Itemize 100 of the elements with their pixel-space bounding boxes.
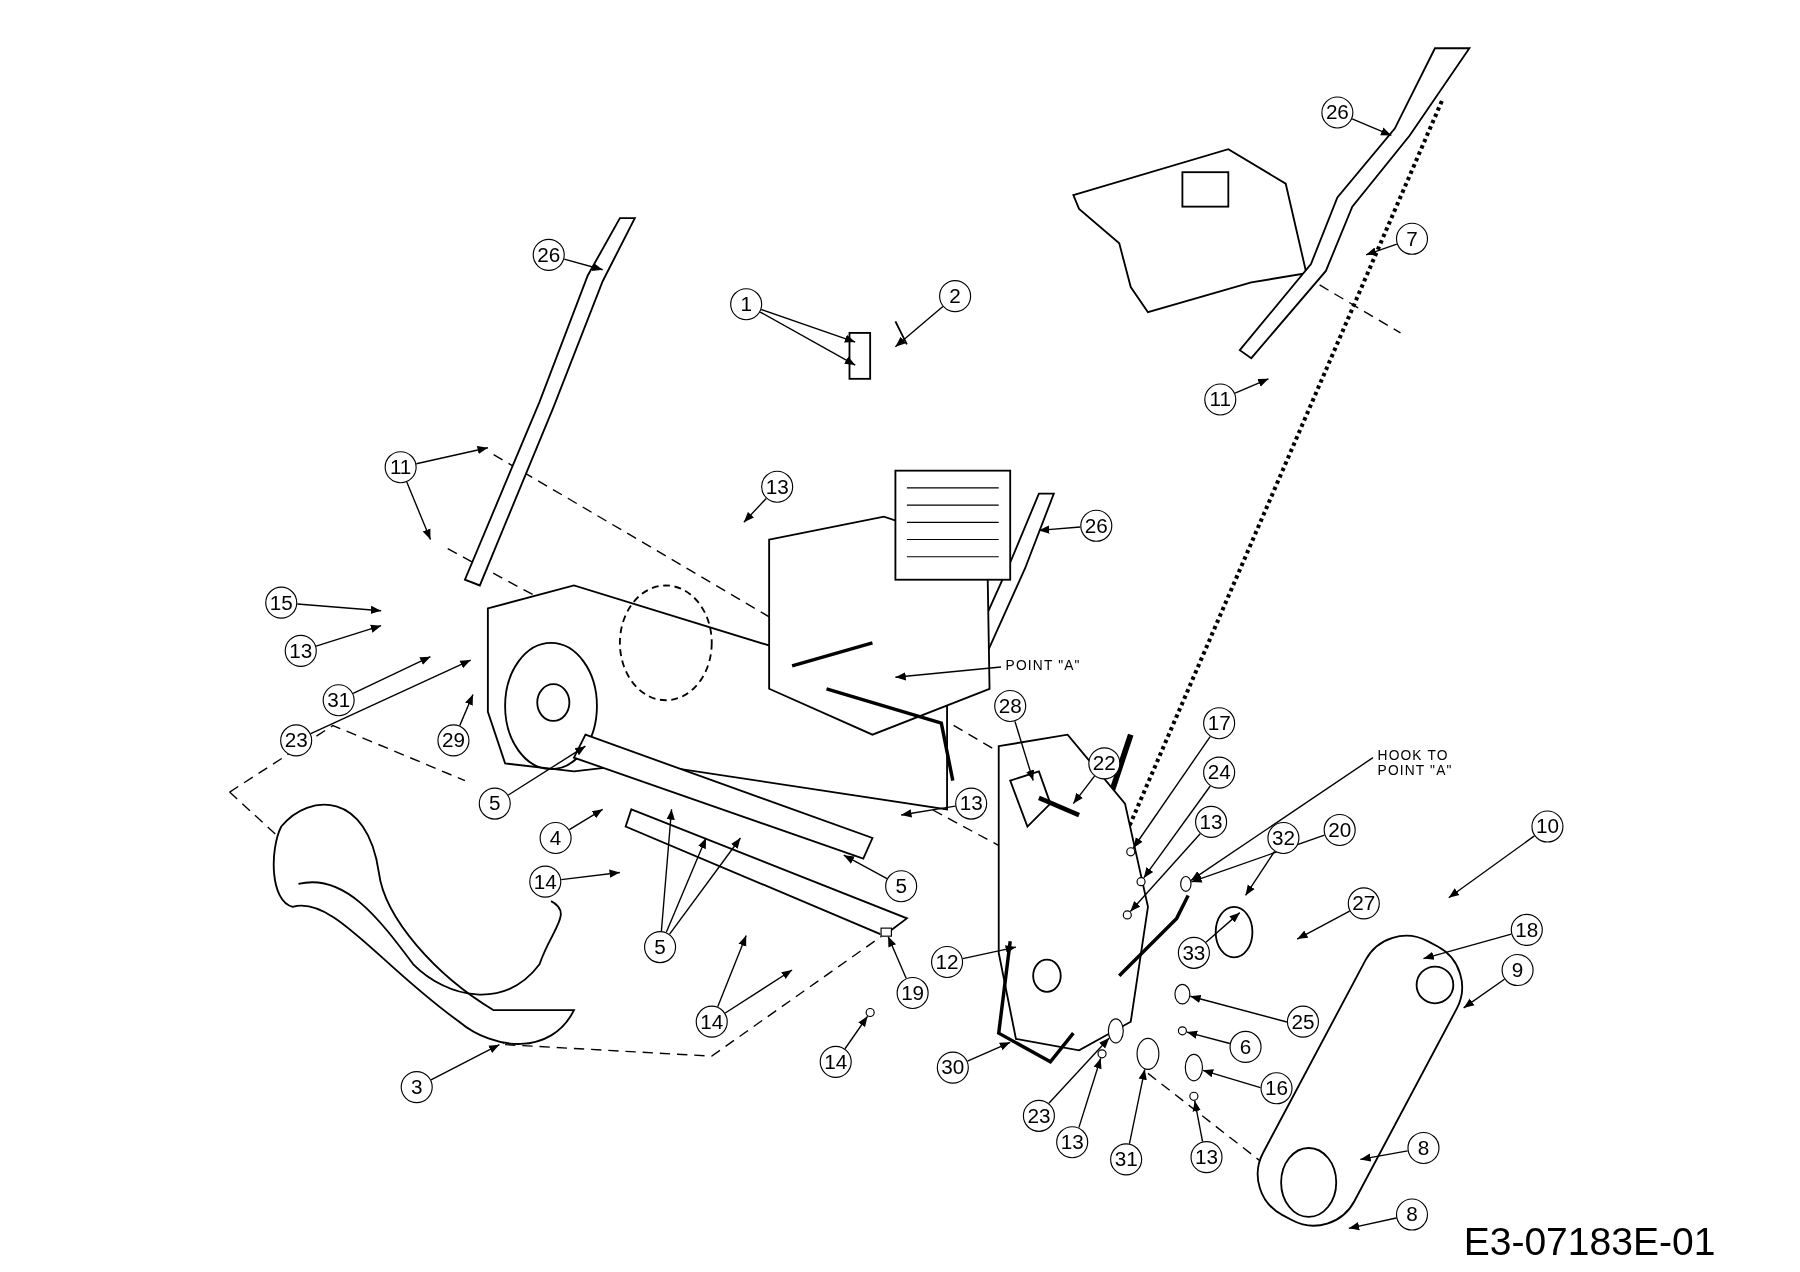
leader-line (310, 659, 472, 735)
callout-number: 22 (1088, 747, 1121, 780)
callout-number: 2 (939, 280, 972, 313)
leader-line (1192, 1100, 1204, 1143)
callout-number: 4 (539, 821, 572, 855)
bracket-drawing (880, 927, 892, 937)
leader-line (1132, 735, 1211, 849)
leader-line (507, 745, 587, 796)
leader-line (1244, 850, 1276, 897)
washer-drawing (1174, 983, 1191, 1005)
leader-line (1128, 1068, 1147, 1145)
nut-drawing (865, 1007, 875, 1018)
callout-number: 10 (1531, 810, 1564, 843)
callout-number: 18 (1510, 913, 1543, 946)
leader-line (1365, 243, 1398, 256)
callout-number: 9 (1501, 953, 1534, 987)
leader-line (1422, 933, 1512, 960)
callout-number: 13 (1056, 1126, 1089, 1159)
callout-number: 26 (1321, 96, 1354, 129)
leader-line (1048, 1037, 1110, 1104)
callout-number: 5 (644, 931, 677, 964)
callout-number: 8 (1407, 1131, 1440, 1165)
callout-number: 7 (1395, 222, 1429, 255)
leader-line (296, 603, 382, 614)
leader-line (1072, 775, 1096, 805)
callout-number: 12 (931, 945, 964, 979)
callout-number: 14 (695, 1005, 728, 1038)
screw-drawing (1189, 1091, 1199, 1101)
leader-line (966, 1041, 1011, 1062)
spring-hook-drawing (1126, 847, 1136, 857)
callout-number: 1 (730, 288, 763, 321)
callout-number: 31 (322, 684, 355, 717)
leader-line (759, 311, 856, 366)
drawing-number: E3-07183E-01 (1463, 1219, 1716, 1264)
leader-line (843, 854, 888, 880)
leader-line (660, 808, 675, 932)
leader-line (568, 808, 604, 831)
leader-line (1038, 525, 1081, 534)
callout-number: 13 (1190, 1141, 1223, 1174)
callout-number: 11 (1204, 383, 1237, 416)
leader-line (743, 497, 767, 523)
leader-line (1129, 833, 1201, 913)
leader-line (1462, 978, 1506, 1009)
reference-note: POINT "A" (1005, 658, 1144, 674)
leader-line (894, 666, 1002, 681)
callout-number: 3 (400, 1071, 433, 1104)
leader-line (1189, 994, 1288, 1023)
callout-number: 23 (1022, 1099, 1055, 1132)
callout-number: 24 (1203, 756, 1236, 789)
screw-drawing (1097, 1049, 1107, 1059)
callout-number: 26 (1080, 509, 1113, 542)
callout-number: 13 (284, 634, 317, 667)
leader-line (352, 655, 432, 695)
callout-number: 15 (265, 586, 298, 619)
leader-line (962, 945, 1017, 960)
callout-number: 26 (532, 238, 565, 271)
leader-line (560, 869, 621, 881)
callout-number: 5 (885, 870, 918, 903)
callout-number: 11 (384, 451, 417, 484)
leader-line (415, 445, 489, 465)
callout-number: 20 (1323, 813, 1356, 847)
leader-line (563, 258, 604, 271)
callout-number: 19 (896, 976, 929, 1010)
leader-line (1202, 1069, 1262, 1089)
leader-line (459, 693, 474, 727)
spring-hook-drawing (1180, 875, 1192, 892)
screw-drawing (1122, 910, 1132, 920)
leader-line (1234, 378, 1270, 394)
leader-line (1348, 1217, 1397, 1231)
callout-number: 27 (1347, 887, 1380, 920)
leader-line (665, 837, 707, 933)
callout-number: 14 (529, 865, 562, 898)
callout-number: 32 (1267, 821, 1300, 855)
callout-number: 8 (1395, 1198, 1429, 1231)
leader-line (1078, 1057, 1102, 1129)
callout-number: 31 (1110, 1143, 1143, 1176)
leader-line (717, 934, 747, 1008)
bearing-drawing (1136, 1037, 1160, 1070)
callout-number: 13 (761, 470, 794, 503)
callout-number: 14 (819, 1045, 852, 1078)
reference-note: HOOK TO POINT "A" (1377, 748, 1493, 779)
callout-number: 30 (936, 1051, 969, 1084)
leader-line (315, 624, 382, 647)
bearing-drawing (1184, 1053, 1204, 1082)
leader-line (668, 837, 742, 935)
leader-line (1190, 756, 1374, 882)
leader-line (430, 1043, 501, 1081)
leader-line (887, 935, 907, 979)
leader-line (894, 305, 944, 348)
leader-line (900, 805, 956, 818)
callout-number: 6 (1229, 1030, 1262, 1063)
callout-number: 33 (1177, 936, 1210, 969)
callout-number: 16 (1260, 1072, 1293, 1105)
leader-line (1186, 1030, 1231, 1045)
leader-line (1296, 910, 1351, 940)
screw-drawing (1177, 1026, 1187, 1036)
leader-line (1014, 720, 1035, 782)
leader-line (1351, 118, 1392, 137)
callout-number: 25 (1286, 1005, 1319, 1038)
leader-line (1359, 1150, 1409, 1162)
